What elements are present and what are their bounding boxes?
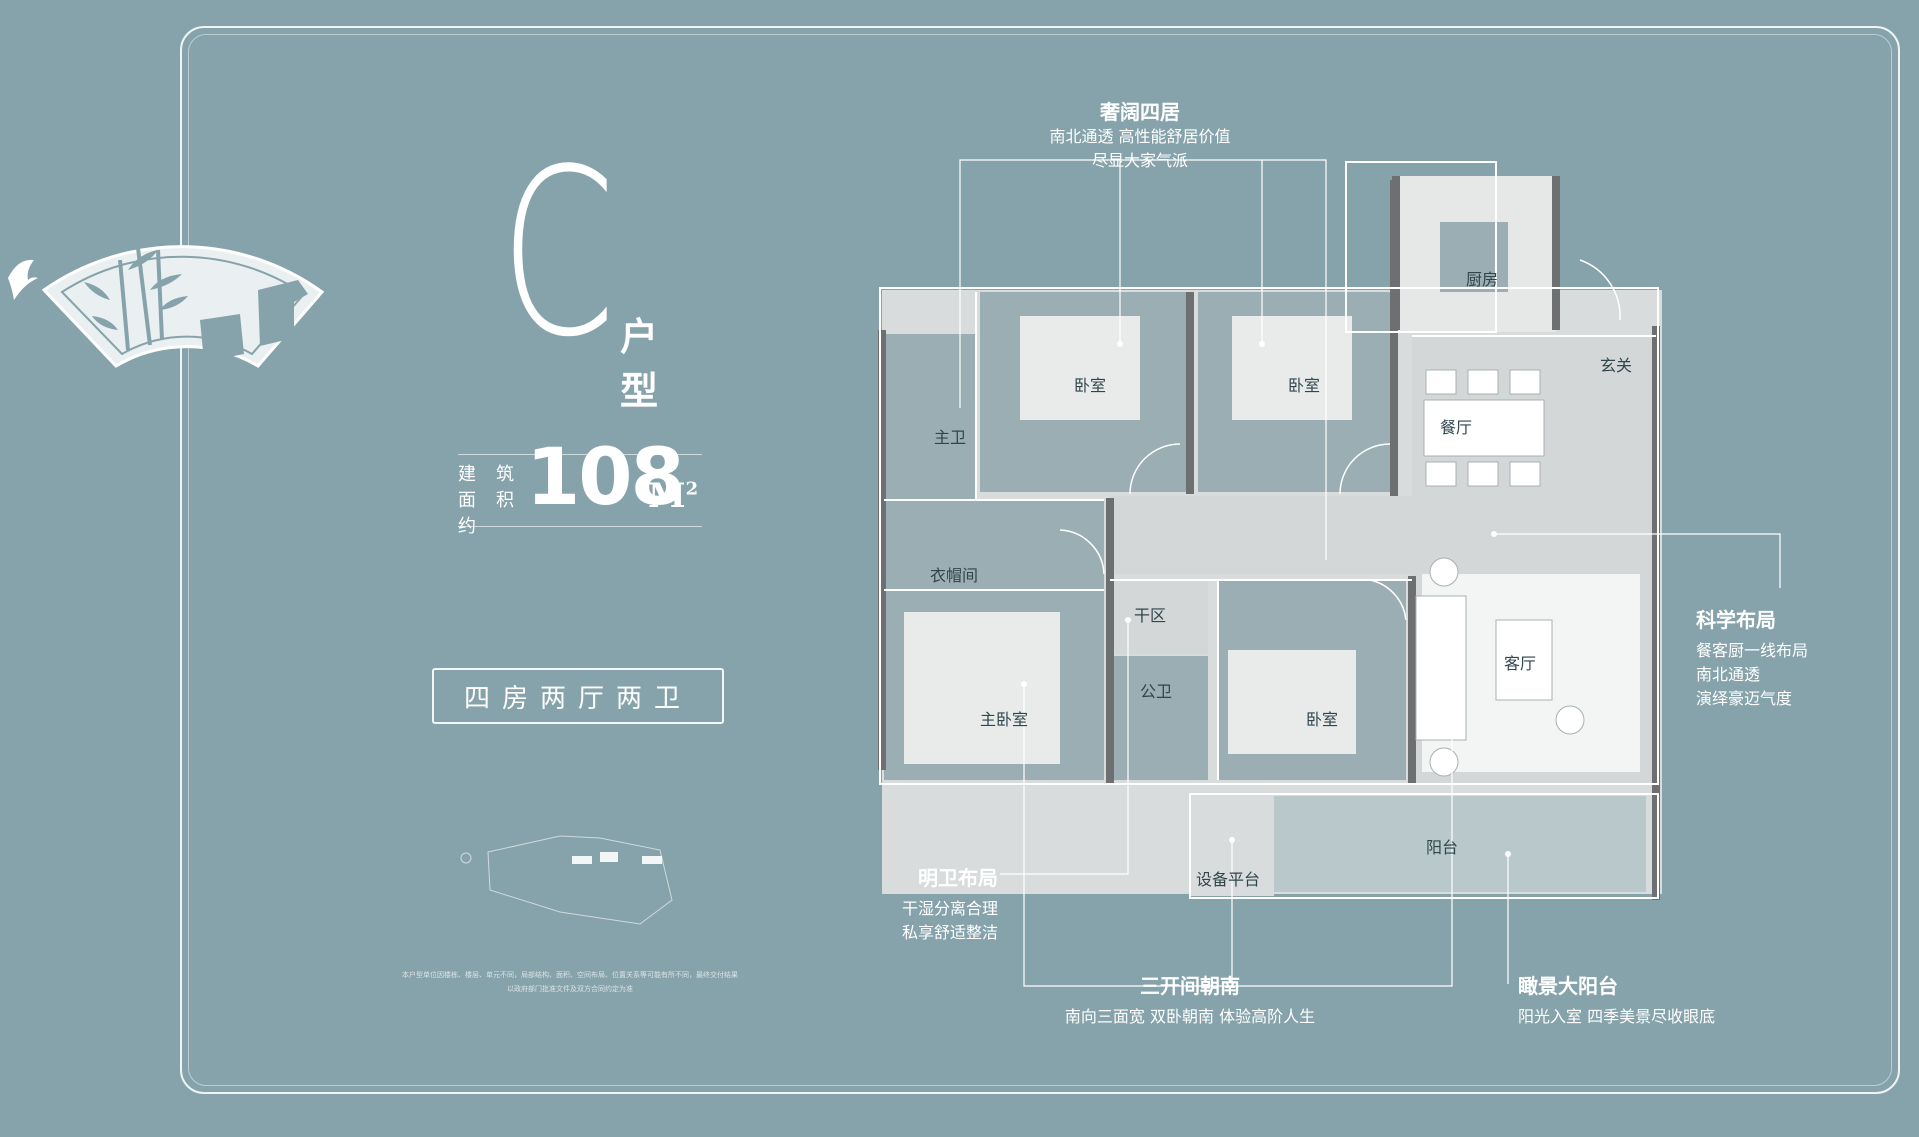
fan-icon: [41, 245, 325, 368]
annotation-left-bottom-line2: 私享舒适整洁: [901, 923, 998, 942]
inner-frame: [188, 34, 1892, 1086]
area-value: 108: [526, 433, 685, 523]
annotation-left-bottom: 明卫布局 干湿分离合理 私享舒适整洁: [884, 862, 998, 945]
layout-label: 四房两厅两卫: [432, 668, 724, 724]
annotation-right-line3: 演绎豪迈气度: [1696, 689, 1793, 708]
area-unit: M2: [648, 476, 699, 516]
annotation-bottom-right-line1: 阳光入室 四季美景尽收眼底: [1518, 1007, 1716, 1026]
room-label-bedroom-a: 卧室: [1074, 376, 1107, 395]
room-label-balcony: 阳台: [1426, 838, 1459, 857]
area-rule-top: [458, 454, 702, 455]
corridor: [1110, 496, 1656, 574]
annotation-right-line2: 南北通透: [1696, 665, 1761, 684]
annotation-top-line2: 尽显大家气派: [1091, 151, 1188, 170]
sofa: [1415, 557, 1585, 777]
annotation-right: 科学布局 餐客厨一线布局 南北通透 演绎豪迈气度: [1696, 604, 1808, 711]
wardrobe-area: [884, 500, 1104, 590]
leader-lines: [959, 159, 1781, 987]
room-label-wardrobe: 衣帽间: [930, 566, 979, 585]
dining-table: [1423, 369, 1545, 487]
annotation-bottom-right: 瞰景大阳台 阳光入室 四季美景尽收眼底: [1518, 970, 1715, 1029]
door-arcs: [1059, 259, 1621, 621]
room-label-foyer: 玄关: [1600, 356, 1633, 375]
room-label-master-bath: 主卫: [934, 428, 967, 447]
room-label-living: 客厅: [1504, 654, 1537, 673]
annotation-top-line1: 南北通透 高性能舒居价值: [1049, 127, 1231, 146]
annotation-bottom-center-line1: 南向三面宽 双卧朝南 体验高阶人生: [1064, 1007, 1316, 1026]
room-label-bedroom-c: 卧室: [1306, 710, 1339, 729]
room-label-bedroom-b: 卧室: [1288, 376, 1321, 395]
room-label-equipment: 设备平台: [1196, 870, 1261, 889]
unit-type-label: 户型: [620, 315, 659, 413]
annotation-bottom-center: 三开间朝南 南向三面宽 双卧朝南 体验高阶人生: [1060, 970, 1320, 1029]
outer-frame: [180, 26, 1900, 1094]
room-label-kitchen: 厨房: [1466, 270, 1499, 289]
room-label-public-bath: 公卫: [1140, 682, 1173, 701]
site-map-icon: [460, 835, 673, 925]
area-rule-bottom: [458, 526, 702, 527]
room-label-master-bedroom: 主卧室: [980, 710, 1029, 729]
annotation-top: 奢阔四居 南北通透 高性能舒居价值 尽显大家气派: [1040, 96, 1240, 173]
bird-icon: [8, 259, 38, 300]
annotation-bottom-center-title: 三开间朝南: [1140, 974, 1240, 998]
area-label: 建筑面积约: [458, 464, 534, 537]
room-label-dry-area: 干区: [1134, 606, 1167, 625]
room-label-dining: 餐厅: [1440, 418, 1473, 437]
walls: [878, 176, 1660, 900]
master-bath-area: [884, 334, 976, 500]
annotation-left-bottom-title: 明卫布局: [918, 866, 998, 890]
public-bath-area: [1112, 656, 1208, 780]
annotation-right-line1: 餐客厨一线布局: [1696, 641, 1809, 660]
unit-letter: C: [500, 121, 616, 388]
disclaimer-text: 本户型单位因楼栋、楼层、单元不同，局部结构、面积、空间布局、位置关系等可能有所不…: [402, 971, 738, 993]
thin-walls: [879, 161, 1659, 899]
annotation-bottom-right-title: 瞰景大阳台: [1518, 974, 1618, 998]
annotation-right-title: 科学布局: [1696, 608, 1776, 632]
leader-dots: [1021, 341, 1511, 857]
annotation-left-bottom-line1: 干湿分离合理: [901, 899, 998, 918]
balcony-area: [1274, 796, 1646, 892]
annotation-top-title: 奢阔四居: [1100, 100, 1180, 124]
